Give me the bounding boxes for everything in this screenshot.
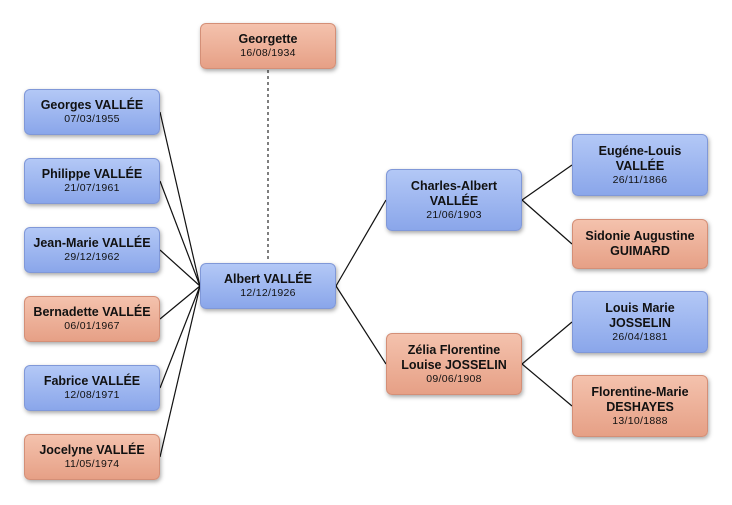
person-name: Bernadette VALLÉE [33, 305, 151, 319]
person-name: Charles-Albert VALLÉE [410, 178, 498, 208]
link-jocelyne [159, 285, 201, 458]
person-name: Fabrice VALLÉE [43, 374, 141, 388]
link-zelia-father [521, 321, 573, 365]
person-charles-albert-vallee[interactable]: Charles-Albert VALLÉE 21/06/1903 [386, 169, 522, 231]
link-albert-mother [335, 285, 387, 365]
person-birth-date: 09/06/1908 [426, 372, 482, 385]
person-georges-vallee[interactable]: Georges VALLÉE 07/03/1955 [24, 89, 160, 135]
person-birth-date: 21/07/1961 [64, 182, 120, 194]
link-albert-father [335, 199, 387, 287]
person-birth-date: 13/10/1888 [612, 414, 668, 427]
person-bernadette-vallee[interactable]: Bernadette VALLÉE 06/01/1967 [24, 296, 160, 342]
person-birth-date: 11/05/1974 [64, 458, 120, 470]
link-georges [159, 111, 201, 287]
parent-links [335, 164, 573, 407]
person-florentine-marie-deshayes[interactable]: Florentine-Marie DESHAYES 13/10/1888 [572, 375, 708, 437]
person-name: Zélia Florentine Louise JOSSELIN [401, 342, 507, 372]
person-jean-marie-vallee[interactable]: Jean-Marie VALLÉE 29/12/1962 [24, 227, 160, 273]
person-eugene-louis-vallee[interactable]: Eugéne-Louis VALLÉE 26/11/1866 [572, 134, 708, 196]
person-name: Sidonie Augustine GUIMARD [585, 229, 695, 258]
person-sidonie-guimard[interactable]: Sidonie Augustine GUIMARD [572, 219, 708, 269]
person-jocelyne-vallee[interactable]: Jocelyne VALLÉE 11/05/1974 [24, 434, 160, 480]
person-albert-vallee[interactable]: Albert VALLÉE 12/12/1926 [200, 263, 336, 309]
person-name: Eugéne-Louis VALLÉE [598, 143, 682, 173]
person-name: Jocelyne VALLÉE [39, 443, 145, 457]
child-links [159, 111, 201, 458]
person-name: Jean-Marie VALLÉE [33, 236, 151, 250]
person-zelia-josselin[interactable]: Zélia Florentine Louise JOSSELIN 09/06/1… [386, 333, 522, 395]
link-jeanmarie [159, 249, 201, 287]
person-birth-date: 26/11/1866 [612, 173, 668, 186]
person-birth-date: 26/04/1881 [612, 330, 668, 343]
person-philippe-vallee[interactable]: Philippe VALLÉE 21/07/1961 [24, 158, 160, 204]
person-name: Louis Marie JOSSELIN [605, 300, 675, 330]
link-charles-mother [521, 199, 573, 245]
person-birth-date: 16/08/1934 [240, 47, 296, 59]
person-name: Philippe VALLÉE [41, 167, 143, 181]
link-fabrice [159, 285, 201, 389]
link-zelia-mother [521, 363, 573, 407]
person-name: Georgette [238, 32, 298, 46]
person-name: Georges VALLÉE [40, 98, 144, 112]
link-bernadette [159, 285, 201, 320]
person-fabrice-vallee[interactable]: Fabrice VALLÉE 12/08/1971 [24, 365, 160, 411]
person-birth-date: 07/03/1955 [64, 113, 120, 125]
person-birth-date: 21/06/1903 [426, 208, 482, 221]
person-birth-date: 12/12/1926 [240, 287, 296, 299]
person-louis-marie-josselin[interactable]: Louis Marie JOSSELIN 26/04/1881 [572, 291, 708, 353]
person-birth-date: 06/01/1967 [64, 320, 120, 332]
person-name: Florentine-Marie DESHAYES [591, 384, 689, 414]
person-name: Albert VALLÉE [224, 272, 312, 286]
person-georgette[interactable]: Georgette 16/08/1934 [200, 23, 336, 69]
person-birth-date: 29/12/1962 [64, 251, 120, 263]
link-charles-father [521, 164, 573, 201]
person-birth-date: 12/08/1971 [64, 389, 120, 401]
link-philippe [159, 180, 201, 287]
